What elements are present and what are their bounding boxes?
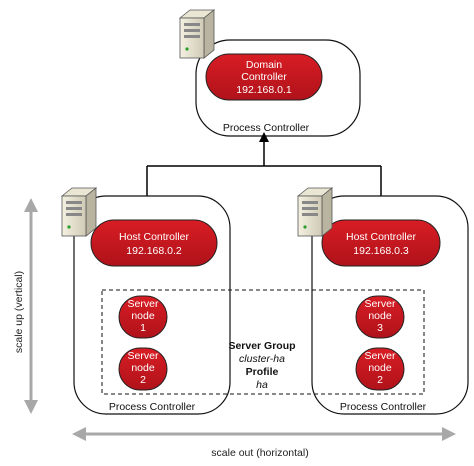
domain-controller-line2: Controller	[241, 71, 287, 83]
server-group-title: Server Group	[228, 340, 295, 352]
node-line2: node	[368, 310, 392, 322]
domain-process-controller-label: Process Controller	[223, 122, 310, 134]
profile-title: Profile	[246, 366, 279, 378]
node-line1: Server	[128, 350, 159, 362]
node-line1: Server	[365, 298, 396, 310]
domain-controller-node	[205, 53, 323, 101]
left-host-controller-ip: 192.168.0.2	[126, 245, 182, 257]
left-host-controller-title: Host Controller	[119, 231, 190, 243]
scale-out-axis	[72, 427, 456, 441]
server-group-name: cluster-ha	[239, 353, 285, 365]
scale-out-label: scale out (horizontal)	[211, 447, 308, 459]
right-host-controller-title: Host Controller	[346, 231, 417, 243]
node-line2: node	[131, 362, 155, 374]
server-group-box	[101, 289, 425, 395]
server-tower-icon	[297, 187, 333, 237]
right-process-controller-label: Process Controller	[340, 401, 427, 413]
left-process-controller-label: Process Controller	[109, 401, 196, 413]
server-tower-icon	[179, 9, 215, 59]
node-line1: Server	[128, 298, 159, 310]
right-host-controller-node	[321, 219, 441, 267]
domain-controller-ip: 192.168.0.1	[236, 84, 292, 96]
domain-controller-line1: Domain	[246, 59, 282, 71]
server-tower-icon	[61, 187, 97, 237]
node-line1: Server	[365, 350, 396, 362]
right-server-node-3: Server node 3	[355, 295, 405, 339]
node-line3: 1	[140, 322, 146, 334]
node-line3: 2	[377, 374, 383, 386]
scale-up-label: scale up (vertical)	[13, 271, 25, 353]
right-host-controller-ip: 192.168.0.3	[353, 245, 409, 257]
left-server-node-1: Server node 1	[118, 295, 168, 339]
node-line2: node	[131, 310, 155, 322]
right-server-node-2: Server node 2	[355, 347, 405, 391]
left-host-controller-node	[90, 219, 218, 267]
scale-up-axis	[24, 198, 38, 414]
profile-name: ha	[256, 379, 268, 391]
left-server-node-2: Server node 2	[118, 347, 168, 391]
node-line3: 3	[377, 322, 383, 334]
node-line3: 2	[140, 374, 146, 386]
node-line2: node	[368, 362, 392, 374]
